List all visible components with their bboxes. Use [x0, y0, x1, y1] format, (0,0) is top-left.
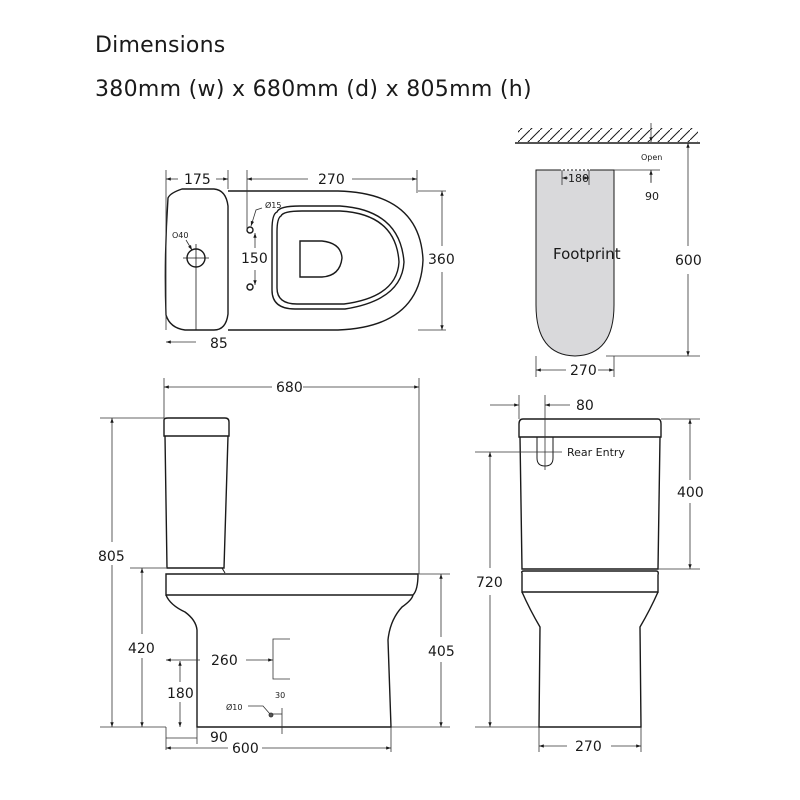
dim-bowl-length: 270	[318, 172, 345, 188]
dim-fixing-diameter: Ø10	[226, 702, 242, 712]
dim-inlet-spacing: 150	[241, 251, 268, 267]
dim-width: 360	[428, 252, 455, 268]
dim-gap-to-wall: 90	[645, 190, 659, 203]
dim-bowl-height: 405	[428, 644, 455, 660]
overall-dimensions: 380mm (w) x 680mm (d) x 805mm (h)	[95, 77, 532, 102]
dim-rear-width: 180	[568, 172, 589, 185]
seat-ring-outer	[271, 205, 405, 310]
side-bowl-seat	[165, 573, 419, 596]
inlet-hole-bottom-icon	[246, 283, 254, 291]
inlet-hole-top-icon	[246, 226, 254, 234]
dim-overall-depth: 680	[276, 380, 303, 396]
bowl-outlet-shape	[299, 240, 343, 278]
dim-outlet-height: 180	[167, 686, 194, 702]
front-bowl-body	[521, 591, 659, 728]
wall-hatch	[518, 128, 698, 142]
side-tank-lid	[163, 417, 230, 437]
dim-seat-height: 420	[128, 641, 155, 657]
dim-overall-height: 805	[98, 549, 125, 565]
top-tank-outline	[164, 188, 229, 331]
side-view	[163, 417, 419, 728]
dim-footprint-width: 270	[570, 363, 597, 379]
dim-base-offset: 90	[210, 730, 228, 746]
side-view-dimension-lines	[100, 378, 450, 752]
footprint-view	[515, 128, 700, 357]
top-view-dimension-lines	[165, 170, 446, 344]
dim-footprint-length: 600	[675, 253, 702, 269]
side-bowl-body	[165, 594, 414, 728]
footprint-label: Footprint	[553, 245, 621, 263]
side-tank-body	[164, 435, 229, 569]
dim-base-length: 600	[232, 741, 259, 757]
seat-ring-inner	[276, 210, 400, 305]
front-view	[518, 418, 662, 728]
open-label: Open	[641, 153, 662, 162]
dim-inlet-diameter: Ø15	[265, 200, 281, 210]
dim-tank-height: 400	[677, 485, 704, 501]
dim-rear-entry-offset: 80	[576, 398, 594, 414]
front-bowl-rim	[521, 570, 659, 593]
front-tank-body	[519, 436, 661, 570]
rear-entry-label: Rear Entry	[567, 446, 625, 459]
dim-fixing-height: 30	[275, 691, 285, 700]
top-bowl-outline	[228, 190, 424, 331]
dim-tank-hole-offset: 85	[210, 336, 228, 352]
front-tank-lid	[518, 418, 662, 438]
footprint-shape	[535, 169, 615, 357]
dim-base-width: 270	[575, 739, 602, 755]
dim-outlet-setout: 260	[211, 653, 238, 669]
dim-tank-hole-diameter: O40	[172, 231, 188, 240]
front-view-dimension-lines	[475, 395, 700, 752]
page-title: Dimensions	[95, 33, 226, 58]
top-view	[164, 188, 424, 331]
dim-tank-depth: 175	[184, 172, 211, 188]
dim-rear-entry-height: 720	[476, 575, 503, 591]
footprint-dimension-lines	[535, 123, 700, 377]
